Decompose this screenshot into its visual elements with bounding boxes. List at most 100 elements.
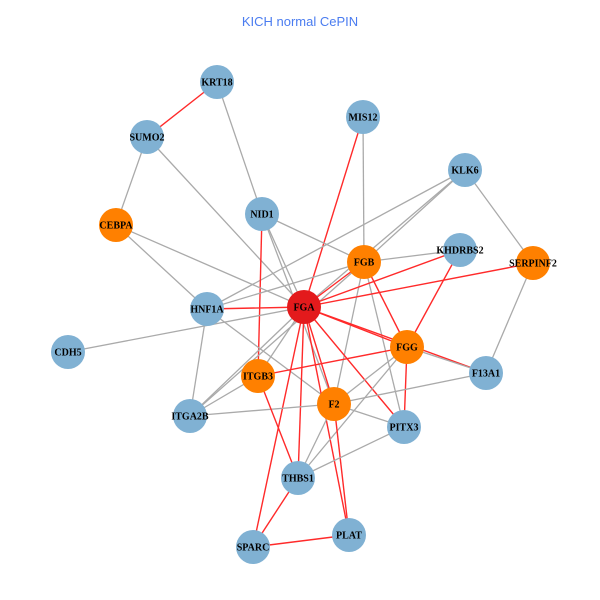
node-sparc[interactable]: SPARC bbox=[236, 530, 270, 564]
node-klk6[interactable]: KLK6 bbox=[448, 153, 482, 187]
edge-nid1-fga bbox=[261, 213, 305, 308]
node-circle bbox=[236, 530, 270, 564]
edge-f13a1-f2 bbox=[333, 372, 487, 405]
node-label: ITGA2B bbox=[171, 411, 209, 422]
node-label: ITGB3 bbox=[243, 371, 273, 382]
node-circle bbox=[347, 245, 381, 279]
edge-serpinf2-fga bbox=[303, 262, 534, 308]
edge-fga-plat bbox=[303, 306, 350, 536]
edge-nid1-fgb bbox=[261, 213, 365, 263]
edge-krt18-nid1 bbox=[216, 81, 263, 215]
node-mis12[interactable]: MIS12 bbox=[346, 100, 380, 134]
node-circle bbox=[245, 197, 279, 231]
node-plat[interactable]: PLAT bbox=[332, 518, 366, 552]
node-circle bbox=[190, 292, 224, 326]
node-label: SPARC bbox=[237, 542, 270, 553]
edge-klk6-fga bbox=[303, 169, 466, 308]
edge-mis12-fgb bbox=[362, 116, 365, 263]
node-sumo2[interactable]: SUMO2 bbox=[130, 120, 165, 154]
edge-fgb-pitx3 bbox=[363, 261, 405, 428]
node-label: THBS1 bbox=[282, 473, 314, 484]
node-circle bbox=[130, 120, 164, 154]
node-cdh5[interactable]: CDH5 bbox=[51, 335, 85, 369]
node-label: SERPINF2 bbox=[509, 258, 557, 269]
node-itga2b[interactable]: ITGA2B bbox=[171, 399, 209, 433]
edge-khdrbs2-fgg bbox=[406, 249, 461, 348]
edge-hnf1a-itga2b bbox=[189, 308, 208, 417]
node-circle bbox=[241, 359, 275, 393]
edge-cdh5-fga bbox=[67, 306, 305, 353]
node-label: CDH5 bbox=[54, 347, 81, 358]
node-circle bbox=[287, 290, 321, 324]
node-circle bbox=[200, 65, 234, 99]
edge-sumo2-fga bbox=[146, 136, 305, 308]
edge-cebpa-hnf1a bbox=[115, 224, 208, 310]
edge-fgb-f2 bbox=[333, 261, 365, 405]
edge-itga2b-f2 bbox=[189, 403, 335, 417]
node-label: FGA bbox=[293, 302, 315, 313]
node-label: KHDRBS2 bbox=[436, 245, 483, 256]
node-circle bbox=[387, 410, 421, 444]
edge-cebpa-fga bbox=[115, 224, 305, 308]
edge-nid1-itgb3 bbox=[257, 213, 263, 377]
edge-serpinf2-f13a1 bbox=[485, 262, 534, 374]
edge-mis12-fga bbox=[303, 116, 364, 308]
node-hnf1a[interactable]: HNF1A bbox=[190, 292, 224, 326]
node-label: PITX3 bbox=[390, 422, 419, 433]
edge-klk6-fgb bbox=[363, 169, 466, 263]
node-circle bbox=[390, 330, 424, 364]
node-label: HNF1A bbox=[190, 304, 224, 315]
node-label: CEBPA bbox=[99, 220, 133, 231]
node-f13a1[interactable]: F13A1 bbox=[469, 356, 503, 390]
node-circle bbox=[317, 387, 351, 421]
node-circle bbox=[448, 153, 482, 187]
node-circle bbox=[516, 246, 550, 280]
node-nid1[interactable]: NID1 bbox=[245, 197, 279, 231]
node-krt18[interactable]: KRT18 bbox=[200, 65, 234, 99]
node-circle bbox=[346, 100, 380, 134]
node-label: F13A1 bbox=[472, 368, 500, 379]
edge-fgg-thbs1 bbox=[297, 346, 408, 479]
edge-klk6-serpinf2 bbox=[464, 169, 534, 264]
node-circle bbox=[51, 335, 85, 369]
node-label: FGB bbox=[354, 257, 375, 268]
edge-fgb-itga2b bbox=[189, 261, 365, 417]
node-label: F2 bbox=[328, 399, 339, 410]
edge-f2-plat bbox=[333, 403, 350, 536]
node-circle bbox=[281, 461, 315, 495]
node-circle bbox=[99, 208, 133, 242]
node-label: KLK6 bbox=[451, 165, 478, 176]
edge-fga-thbs1 bbox=[297, 306, 305, 479]
edge-itgb3-thbs1 bbox=[257, 375, 299, 479]
node-itgb3[interactable]: ITGB3 bbox=[241, 359, 275, 393]
node-cebpa[interactable]: CEBPA bbox=[99, 208, 133, 242]
edge-khdrbs2-fga bbox=[303, 249, 461, 308]
node-label: PLAT bbox=[336, 530, 362, 541]
node-label: MIS12 bbox=[349, 112, 378, 123]
node-circle bbox=[469, 356, 503, 390]
node-circle bbox=[443, 233, 477, 267]
figure-title: KICH normal CePIN bbox=[241, 14, 359, 29]
node-fga[interactable]: FGA bbox=[287, 290, 321, 324]
node-label: NID1 bbox=[250, 209, 273, 220]
node-khdrbs2[interactable]: KHDRBS2 bbox=[436, 233, 484, 267]
node-fgg[interactable]: FGG bbox=[390, 330, 424, 364]
edge-fgb-hnf1a bbox=[206, 261, 365, 310]
node-label: KRT18 bbox=[201, 77, 232, 88]
edge-fgg-itgb3 bbox=[257, 346, 408, 377]
node-thbs1[interactable]: THBS1 bbox=[281, 461, 315, 495]
edge-fga-itga2b bbox=[189, 306, 305, 417]
node-pitx3[interactable]: PITX3 bbox=[387, 410, 421, 444]
node-circle bbox=[173, 399, 207, 433]
node-fgb[interactable]: FGB bbox=[347, 245, 381, 279]
edge-pitx3-thbs1 bbox=[297, 426, 405, 479]
node-label: SUMO2 bbox=[130, 132, 165, 143]
node-label: FGG bbox=[396, 342, 418, 353]
edge-fga-pitx3 bbox=[303, 306, 405, 428]
node-circle bbox=[332, 518, 366, 552]
node-f2[interactable]: F2 bbox=[317, 387, 351, 421]
node-serpinf2[interactable]: SERPINF2 bbox=[509, 246, 557, 280]
